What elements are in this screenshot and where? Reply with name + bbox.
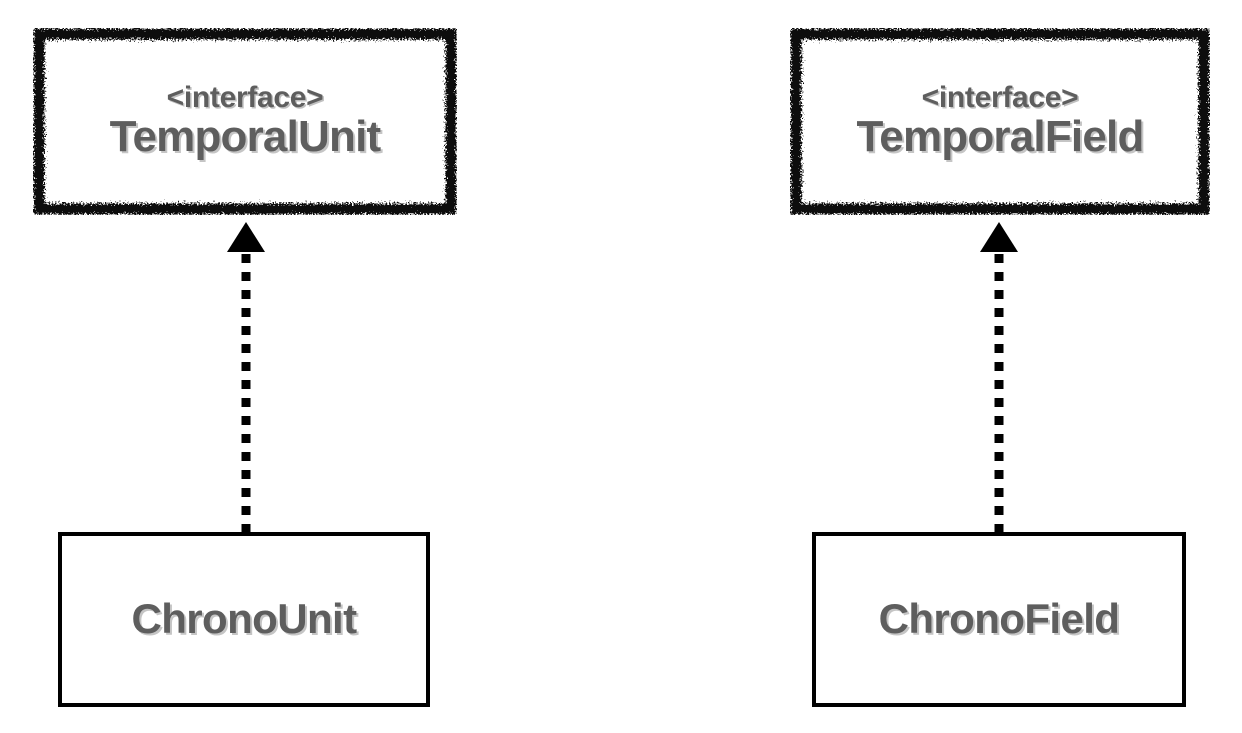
- interface-node-temporal-unit[interactable]: <interface> TemporalUnit: [33, 28, 457, 215]
- interface-name-label: TemporalUnit: [109, 112, 382, 162]
- interface-stereotype-label: <interface>: [166, 80, 324, 114]
- edge-arrowhead-triangle-icon: [227, 222, 265, 252]
- realization-edge-chrono-unit[interactable]: [206, 212, 286, 542]
- edge-arrowhead-triangle-icon: [980, 222, 1018, 252]
- interface-node-temporal-field[interactable]: <interface> TemporalField: [790, 28, 1210, 215]
- interface-name-label: TemporalField: [856, 112, 1144, 162]
- class-node-chrono-unit[interactable]: ChronoUnit: [58, 532, 430, 707]
- class-name-label: ChronoUnit: [131, 595, 358, 643]
- interface-stereotype-label: <interface>: [921, 80, 1079, 114]
- class-node-chrono-field[interactable]: ChronoField: [812, 532, 1186, 707]
- realization-edge-chrono-field[interactable]: [959, 212, 1039, 542]
- class-name-label: ChronoField: [878, 595, 1120, 643]
